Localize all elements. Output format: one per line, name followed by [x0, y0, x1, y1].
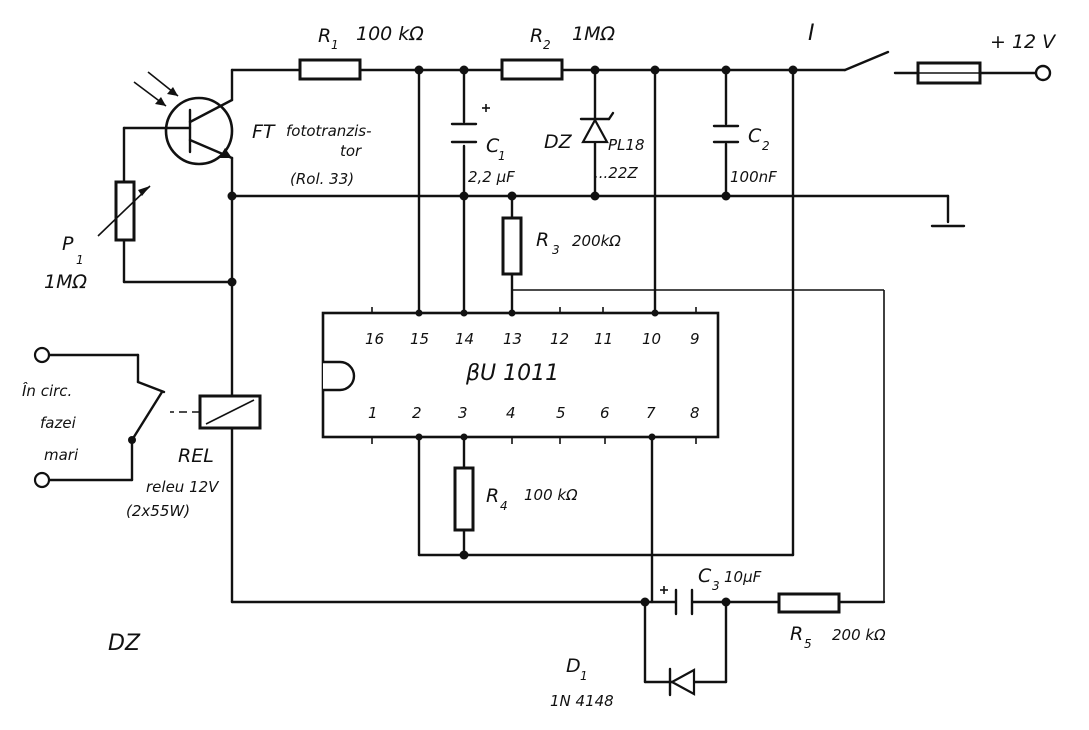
ft-name: FT — [252, 121, 276, 143]
supply-label: + 12 V — [990, 31, 1057, 53]
ic-bottom-pins: 1 2 3 4 5 6 7 8 — [368, 404, 700, 422]
load-line-2: fazei — [40, 414, 77, 432]
ic-pin-2: 2 — [412, 404, 422, 422]
ic-pin-15: 15 — [410, 330, 429, 348]
relay-contact — [33, 346, 166, 489]
footer-label: DZ — [108, 631, 141, 656]
ic-top-pins: 16 15 14 13 12 11 10 9 — [365, 330, 700, 348]
r2-resistor — [500, 58, 564, 81]
ic-pin-1: 1 — [368, 404, 378, 422]
ic-name: βU 1011 — [465, 361, 559, 386]
ic-pin-7: 7 — [646, 404, 656, 422]
switch-label: I — [808, 21, 815, 46]
c2-sub: 2 — [762, 139, 770, 153]
p1-potentiometer — [97, 180, 234, 284]
relay-desc-1: releu 12V — [146, 478, 220, 496]
relay-desc-2: (2x55W) — [126, 502, 190, 520]
r5-sub: 5 — [804, 637, 812, 651]
r3-sub: 3 — [552, 243, 560, 257]
ic-pin-ticks — [371, 307, 697, 444]
load-line-3: mari — [44, 446, 79, 464]
r3-value: 200kΩ — [572, 232, 621, 250]
c1-value: 2,2 μF — [468, 168, 515, 186]
r3-resistor — [501, 216, 523, 276]
c1-capacitor — [450, 104, 490, 144]
c2-name: C — [748, 125, 762, 147]
ic-body — [321, 311, 720, 439]
top-rail — [230, 50, 1038, 75]
ground-rail — [230, 194, 966, 228]
c3-capacitor — [660, 586, 694, 616]
d1-sub: 1 — [580, 669, 588, 683]
r1-value: 100 kΩ — [356, 23, 424, 45]
load-line-1: În circ. — [22, 381, 72, 400]
p1-name: P — [62, 233, 74, 255]
r4-name: R — [486, 485, 499, 507]
relay — [170, 394, 262, 430]
d1-name: D — [566, 655, 581, 677]
d1-value: 1N 4148 — [550, 692, 614, 710]
r4-sub: 4 — [500, 499, 508, 513]
ic-pin-16: 16 — [365, 330, 384, 348]
r4-resistor — [453, 466, 475, 532]
ic-pin-3: 3 — [458, 404, 468, 422]
c1-name: C — [486, 135, 500, 157]
ft-desc-3: (Rol. 33) — [290, 170, 354, 188]
ic-pin-4: 4 — [506, 404, 516, 422]
c2-capacitor — [712, 124, 740, 144]
c3-value: 10μF — [724, 568, 762, 586]
dz-zener — [579, 111, 615, 144]
relay-name: REL — [178, 445, 214, 467]
c3-name: C — [698, 565, 712, 587]
ic-pin-14: 14 — [455, 330, 474, 348]
c3-sub: 3 — [712, 579, 720, 593]
c2-value: 100nF — [730, 168, 777, 186]
ic-pin-8: 8 — [690, 404, 700, 422]
dz-part: PL18 — [608, 136, 645, 154]
junctions — [227, 65, 798, 607]
ft-desc-1: fototranzis- — [286, 122, 372, 140]
ic-pin-13: 13 — [503, 330, 522, 348]
supply-terminal — [1034, 64, 1052, 82]
ic-pin-11: 11 — [594, 330, 613, 348]
r4-value: 100 kΩ — [524, 486, 578, 504]
ic-pin-10: 10 — [642, 330, 661, 348]
dz-name: DZ — [544, 131, 573, 153]
r3-name: R — [536, 229, 549, 251]
r1-resistor — [298, 58, 362, 81]
r1-sub: 1 — [331, 38, 339, 52]
r1-name: R — [318, 25, 331, 47]
r5-name: R — [790, 623, 803, 645]
r2-value: 1MΩ — [572, 23, 615, 45]
phototransistor — [122, 68, 234, 198]
p1-value: 1MΩ — [44, 271, 87, 293]
r2-name: R — [530, 25, 543, 47]
p1-sub: 1 — [76, 253, 84, 267]
d1-diode — [643, 600, 728, 697]
dz-part2: ...22Z — [594, 164, 638, 182]
ft-desc-2: tor — [340, 142, 362, 160]
ic-pin-6: 6 — [600, 404, 610, 422]
ic-pin-12: 12 — [550, 330, 569, 348]
ic-pin-5: 5 — [556, 404, 566, 422]
r5-value: 200 kΩ — [832, 626, 886, 644]
r2-sub: 2 — [543, 38, 551, 52]
r5-resistor — [777, 592, 841, 614]
ic-pin-9: 9 — [690, 330, 700, 348]
c1-sub: 1 — [498, 149, 506, 163]
